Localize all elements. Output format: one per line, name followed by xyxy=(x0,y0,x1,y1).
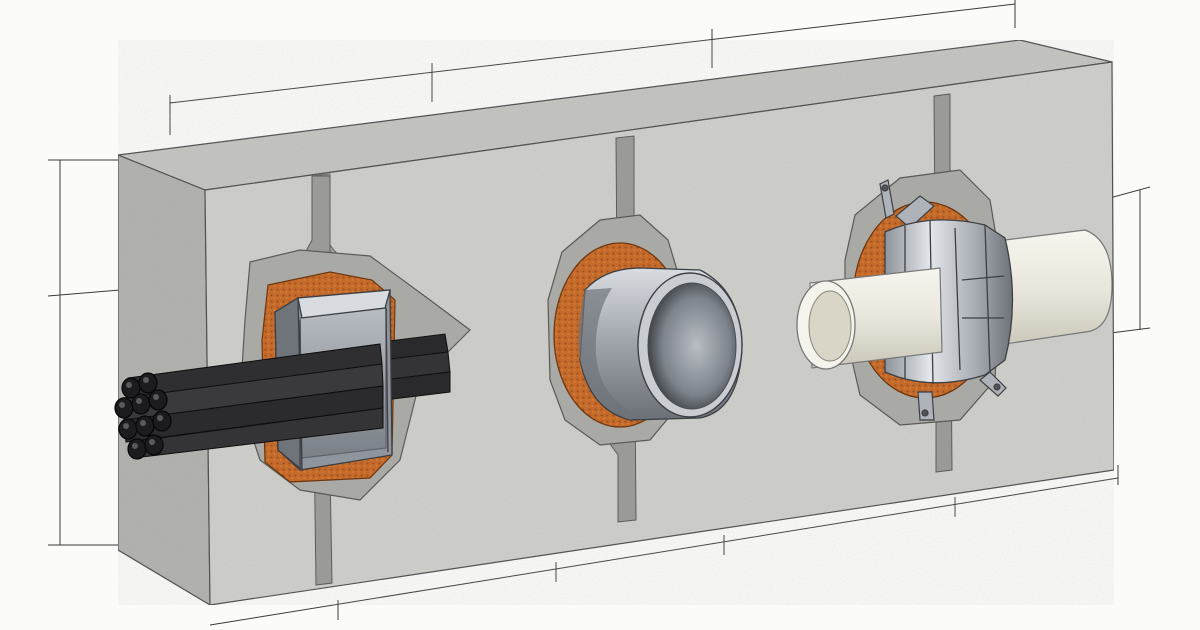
collar-tabs xyxy=(879,179,1007,421)
plastic-pipe-penetration xyxy=(796,169,1113,426)
metal-pipe-shadow xyxy=(578,288,640,420)
cable-end-highlights xyxy=(119,377,163,449)
cable-ends xyxy=(114,372,172,460)
cable-bundle-penetration xyxy=(114,249,471,501)
metal-pipe-penetration xyxy=(547,214,743,446)
cable-bundle-front xyxy=(121,343,384,459)
pvc-pipe-bore xyxy=(808,290,852,362)
metal-pipe-bore xyxy=(647,282,737,410)
dimension-lines xyxy=(47,0,1151,626)
